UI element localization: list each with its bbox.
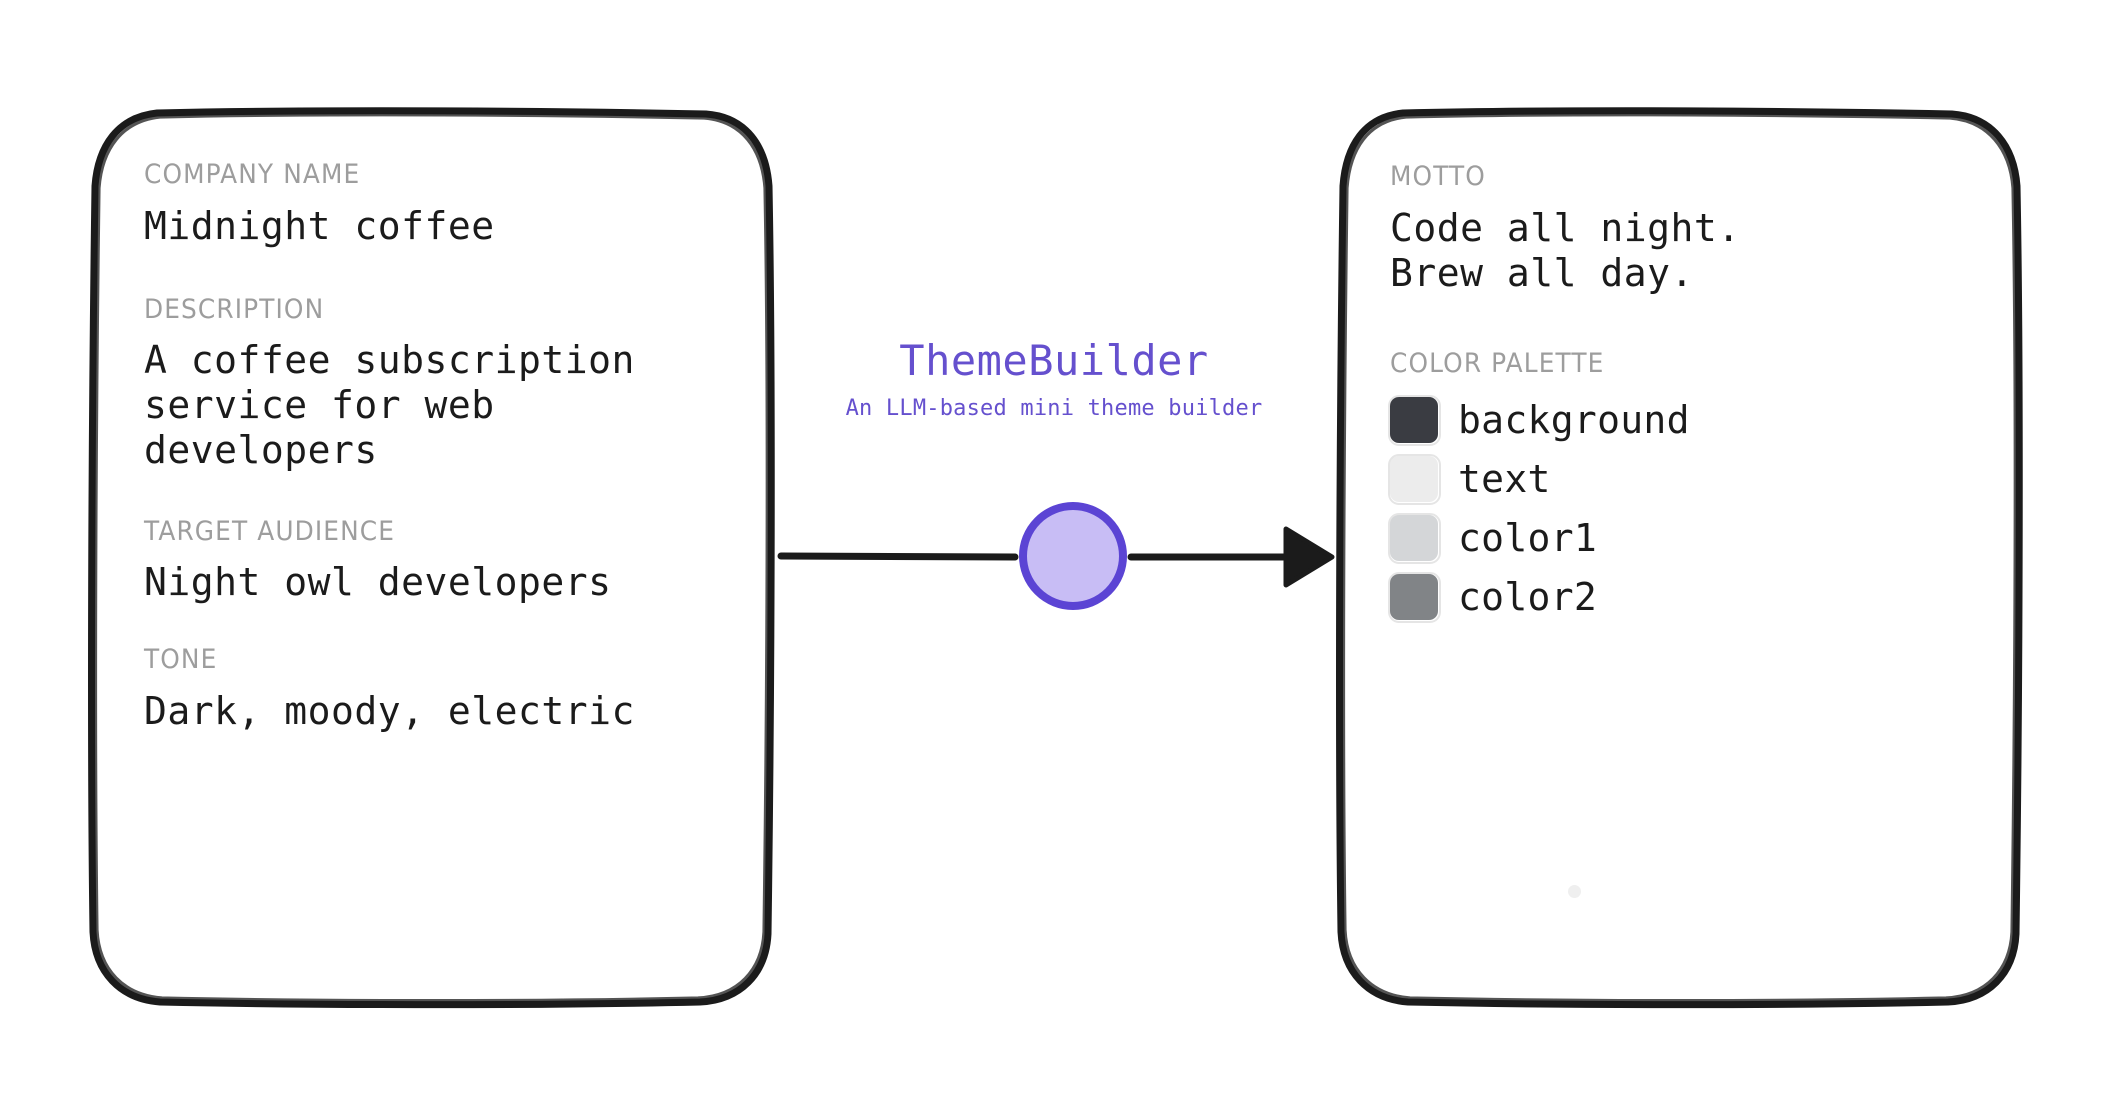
field-company-name: COMPANY NAME Midnight coffee [144,160,730,249]
field-motto: MOTTO Code all night. Brew all day. [1390,162,1978,295]
swatch-background[interactable] [1388,395,1441,447]
swatch-color2[interactable] [1388,572,1441,624]
output-card-body: MOTTO Code all night. Brew all day. COLO… [1338,112,2018,1003]
field-value-description: A coffee subscription service for web de… [144,338,635,472]
swatch-text[interactable] [1388,454,1441,506]
field-color-palette: COLOR PALETTE background text color1 [1388,348,1978,624]
palette-row-background[interactable]: background [1388,395,1978,447]
palette-row-color1[interactable]: color1 [1388,513,1978,565]
palette-row-text[interactable]: text [1388,454,1978,506]
swatch-label-background: background [1458,398,1690,443]
field-value-target-audience: Night owl developers [144,560,612,605]
field-label-description: DESCRIPTION [144,293,325,325]
field-label-color-palette: COLOR PALETTE [1390,348,1605,380]
field-value-company-name: Midnight coffee [144,203,495,248]
palette-row-color2[interactable]: color2 [1388,572,1978,624]
palette-dot-marker [1568,885,1581,898]
field-label-target-audience: TARGET AUDIENCE [144,515,396,547]
swatch-label-text: text [1458,457,1551,502]
input-card-body: COMPANY NAME Midnight coffee DESCRIPTION… [92,112,770,1003]
palette-list: background text color1 color2 [1388,395,1978,624]
field-label-tone: TONE [144,644,218,676]
field-tone: TONE Dark, moody, electric [144,645,730,734]
theme-builder-node-group: ThemeBuilder An LLM-based mini theme bui… [780,340,1328,630]
field-label-motto: MOTTO [1390,161,1486,192]
swatch-label-color2: color2 [1458,575,1598,620]
circle-node-icon[interactable] [1015,498,1131,614]
page-title: ThemeBuilder [899,336,1209,385]
field-description: DESCRIPTION A coffee subscription servic… [144,293,730,473]
field-target-audience: TARGET AUDIENCE Night owl developers [144,515,730,606]
output-card: MOTTO Code all night. Brew all day. COLO… [1338,112,2018,1003]
page-subtitle: An LLM-based mini theme builder [845,396,1263,421]
field-value-tone: Dark, moody, electric [144,688,635,733]
field-value-motto: Code all night. Brew all day. [1390,205,1741,295]
swatch-label-color1: color1 [1458,516,1598,561]
swatch-color1[interactable] [1388,513,1441,565]
input-card: COMPANY NAME Midnight coffee DESCRIPTION… [92,112,770,1003]
field-label-company-name: COMPANY NAME [144,159,361,190]
